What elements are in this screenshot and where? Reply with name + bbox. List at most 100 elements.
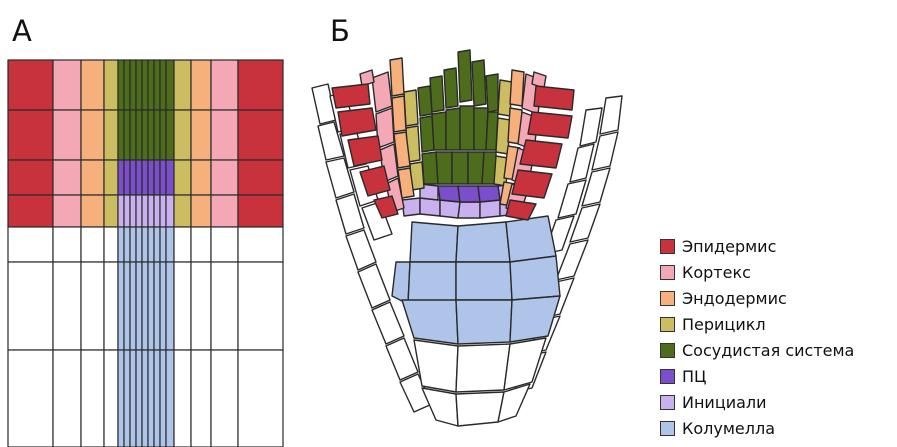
- cell-a-epidermis: [238, 110, 283, 160]
- cell-b-vascular: [460, 106, 474, 150]
- cell-a-initials: [136, 195, 142, 227]
- legend-label-qc: ПЦ: [682, 367, 706, 386]
- cell-a-initials: [130, 195, 136, 227]
- cell-b-vascular: [432, 112, 446, 150]
- cell-b-columella: [402, 300, 458, 344]
- cell-a-endodermis: [191, 160, 211, 195]
- cell-a-root-cap: [81, 262, 104, 350]
- legend-item-epidermis: Эпидермис: [660, 233, 854, 259]
- cell-a-root-cap: [191, 227, 211, 262]
- cell-a-cortex: [53, 195, 81, 227]
- cell-a-epidermis: [238, 195, 283, 227]
- cell-a-vascular: [154, 110, 160, 160]
- cell-b-vascular: [472, 60, 486, 106]
- cell-a-root-cap: [8, 227, 53, 262]
- cell-a-vascular: [136, 110, 142, 160]
- cell-a-qc: [160, 160, 166, 195]
- cell-b-root-cap: [358, 264, 390, 308]
- cell-a-epidermis: [8, 110, 53, 160]
- cell-a-endodermis: [81, 160, 104, 195]
- cell-a-vascular: [154, 60, 160, 110]
- legend-swatch-endodermis: [660, 291, 675, 306]
- legend-item-cortex: Кортекс: [660, 259, 854, 285]
- cell-a-columella: [124, 262, 130, 350]
- cell-a-root-cap: [211, 350, 238, 447]
- cell-a-columella: [118, 262, 124, 350]
- cell-a-vascular: [130, 60, 136, 110]
- cell-b-endodermis: [510, 70, 524, 106]
- cell-b-endodermis: [390, 58, 404, 96]
- cell-b-root-cap: [456, 344, 510, 392]
- cell-a-vascular: [118, 60, 124, 110]
- cell-b-columella: [392, 262, 410, 304]
- cell-b-epidermis: [534, 86, 574, 110]
- cell-a-columella: [160, 350, 166, 447]
- cell-a-epidermis: [8, 60, 53, 110]
- cell-a-epidermis: [8, 160, 53, 195]
- cell-b-root-cap: [386, 338, 418, 380]
- cell-a-endodermis: [81, 195, 104, 227]
- cell-b-epidermis: [348, 136, 382, 166]
- cell-b-endodermis: [392, 96, 406, 132]
- cell-a-vascular: [124, 60, 130, 110]
- legend-swatch-initials: [660, 395, 675, 410]
- cell-b-vascular: [458, 50, 472, 102]
- cell-a-endodermis: [191, 195, 211, 227]
- cell-b-vascular: [444, 68, 458, 108]
- cell-b-epidermis: [520, 140, 562, 168]
- cell-b-columella: [510, 256, 560, 300]
- cell-a-vascular: [166, 110, 174, 160]
- legend-label-cortex: Кортекс: [682, 263, 751, 282]
- cell-a-columella: [118, 350, 124, 447]
- cell-a-cortex: [53, 60, 81, 110]
- cell-a-root-cap: [191, 350, 211, 447]
- cell-a-endodermis: [81, 110, 104, 160]
- cell-a-columella: [130, 262, 136, 350]
- cell-a-endodermis: [191, 110, 211, 160]
- legend-item-vascular: Сосудистая система: [660, 337, 854, 363]
- cell-a-qc: [136, 160, 142, 195]
- cell-a-pericycle: [104, 160, 118, 195]
- cell-b-vascular: [430, 76, 444, 112]
- cell-a-pericycle: [104, 195, 118, 227]
- cell-a-qc: [148, 160, 154, 195]
- legend-swatch-vascular: [660, 343, 675, 358]
- cell-a-root-cap: [238, 350, 283, 447]
- cell-a-cortex: [211, 195, 238, 227]
- cell-a-columella: [160, 262, 166, 350]
- cell-a-pericycle: [104, 110, 118, 160]
- cell-a-cortex: [53, 110, 81, 160]
- cell-a-pericycle: [174, 195, 191, 227]
- cell-b-initials: [458, 202, 480, 218]
- cell-a-vascular: [148, 110, 154, 160]
- cell-b-cortex: [372, 72, 392, 112]
- cell-a-columella: [160, 227, 166, 262]
- cell-a-columella: [148, 350, 154, 447]
- legend-swatch-pericycle: [660, 317, 675, 332]
- legend-item-pericycle: Перицикл: [660, 311, 854, 337]
- legend-item-columella: Колумелла: [660, 415, 854, 441]
- legend-label-vascular: Сосудистая система: [682, 341, 854, 360]
- cell-a-cortex: [211, 110, 238, 160]
- cell-a-columella: [154, 350, 160, 447]
- cell-b-epidermis: [332, 84, 370, 108]
- cell-a-vascular: [118, 110, 124, 160]
- cell-a-cortex: [211, 160, 238, 195]
- legend-label-pericycle: Перицикл: [682, 315, 766, 334]
- cell-b-root-cap: [600, 96, 622, 134]
- cell-b-columella: [408, 262, 456, 304]
- cell-b-root-cap: [456, 392, 504, 426]
- cell-b-columella: [456, 300, 512, 344]
- cell-a-columella: [166, 350, 174, 447]
- legend-swatch-cortex: [660, 265, 675, 280]
- cell-a-root-cap: [53, 227, 81, 262]
- cell-a-root-cap: [8, 262, 53, 350]
- cell-a-columella: [118, 227, 124, 262]
- cell-b-columella: [456, 222, 510, 262]
- cell-b-epidermis: [506, 200, 536, 220]
- cell-b-vascular: [486, 74, 498, 112]
- legend-item-qc: ПЦ: [660, 363, 854, 389]
- legend-swatch-epidermis: [660, 239, 675, 254]
- cell-a-vascular: [142, 60, 148, 110]
- cell-a-root-cap: [174, 350, 191, 447]
